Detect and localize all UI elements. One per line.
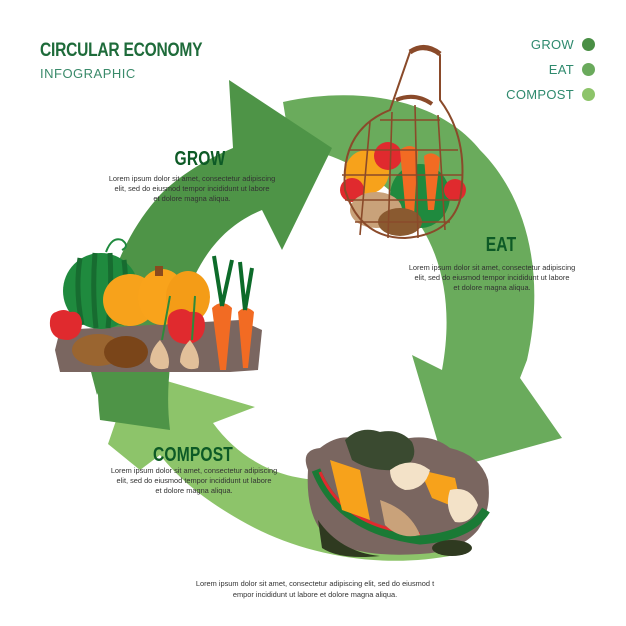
text-line: elit, sed do eiusmod tempor incididunt u… [116,476,272,485]
stage-description-compost: Lorem ipsum dolor sit amet, consectetur … [94,466,294,496]
legend-dot-icon [582,62,595,76]
footer-line: empor incididunt ut labore et dolore mag… [232,590,398,599]
page-title: CIRCULAR ECONOMY [40,40,203,61]
text-line: elit, sed do eiusmod tempor incididunt u… [114,184,270,193]
string-bag-groceries-icon [340,45,466,240]
legend-label: EAT [548,61,574,77]
text-line: et dolore magna aliqua. [155,486,233,495]
legend-label: GROW [530,36,574,52]
footer-text: Lorem ipsum dolor sit amet, consectetur … [170,578,460,600]
stage-description-eat: Lorem ipsum dolor sit amet, consectetur … [392,263,592,293]
text-line: et dolore magna aliqua. [453,283,531,292]
eat-arrow [283,95,562,470]
legend: GROW EAT COMPOST [506,36,595,102]
legend-item-eat: EAT [549,61,595,77]
text-line: Lorem ipsum dolor sit amet, consectetur … [408,263,576,272]
legend-item-compost: COMPOST [506,86,595,102]
text-line: et dolore magna aliqua. [153,194,231,203]
text-line: Lorem ipsum dolor sit amet, consectetur … [110,466,278,475]
stage-title-grow: GROW [174,148,226,170]
legend-label: COMPOST [506,86,574,102]
legend-dot-icon [582,87,595,101]
grow-arrow [97,80,332,430]
stage-description-grow: Lorem ipsum dolor sit amet, consectetur … [92,174,292,204]
legend-item-grow: GROW [531,36,595,52]
text-line: elit, sed do eiusmod tempor incididunt u… [414,273,570,282]
compost-pile-icon [305,429,490,557]
vegetables-harvest-icon [49,238,262,372]
page-subtitle: INFOGRAPHIC [40,66,136,81]
legend-dot-icon [582,37,595,51]
stage-title-compost: COMPOST [153,444,233,466]
text-line: Lorem ipsum dolor sit amet, consectetur … [108,174,276,183]
stage-title-eat: EAT [485,234,517,256]
footer-line: Lorem ipsum dolor sit amet, consectetur … [195,579,435,588]
